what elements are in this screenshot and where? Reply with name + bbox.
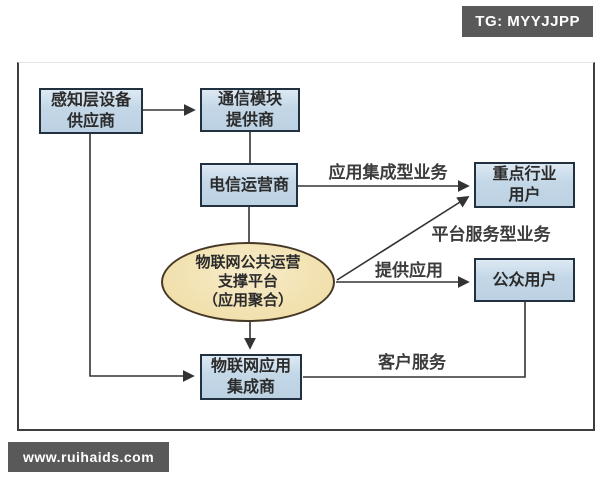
label-app-integration-business: 应用集成型业务: [328, 163, 448, 182]
node-key-industry-users: 重点行业 用户: [474, 162, 575, 208]
edge-public-to-integrator: [303, 302, 526, 378]
node-telecom-operator: 电信运营商: [200, 163, 298, 207]
edge-platform-to-industry: [336, 196, 470, 281]
node-iot-app-integrator: 物联网应用 集成商: [200, 354, 302, 400]
node-perception-device-supplier: 感知层设备 供应商: [39, 88, 143, 134]
label-customer-service: 客户服务: [378, 353, 446, 372]
label-provide-application: 提供应用: [375, 261, 443, 280]
website-watermark-badge: www.ruihaids.com: [8, 442, 170, 472]
node-public-users: 公众用户: [474, 258, 575, 302]
node-iot-platform: 物联网公共运营 支撑平台 （应用聚合）: [161, 242, 335, 322]
diagram-frame: [17, 62, 595, 431]
label-platform-service-business: 平台服务型业务: [431, 225, 551, 244]
telegram-watermark-badge: TG: MYYJJPP: [462, 6, 593, 37]
edge-supplier-to-integrator: [89, 134, 195, 382]
node-comm-module-provider: 通信模块 提供商: [200, 88, 300, 132]
